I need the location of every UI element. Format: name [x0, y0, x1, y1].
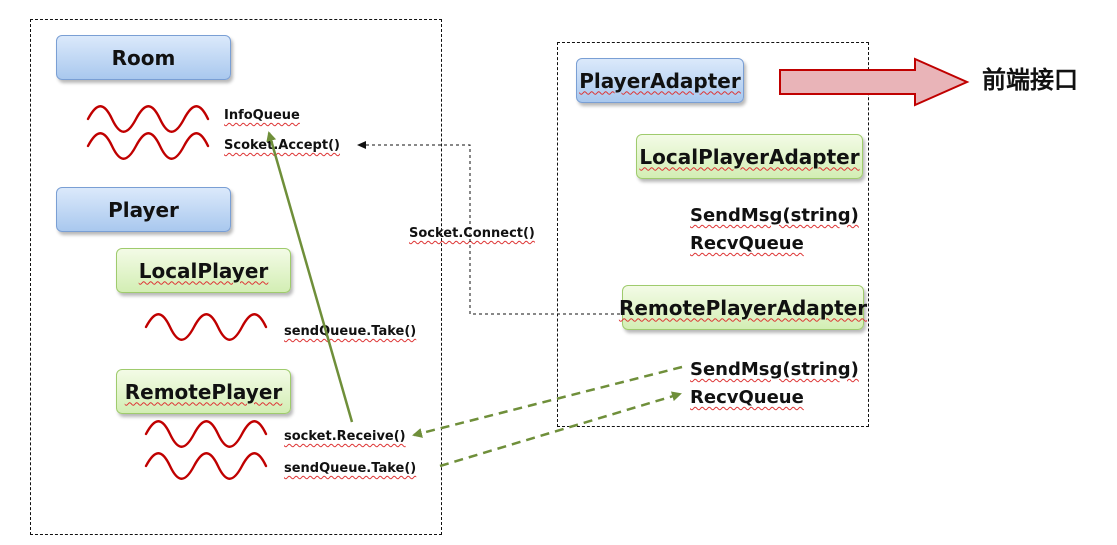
thread-waves: [86, 105, 268, 480]
socket-connect-connector: [357, 141, 620, 315]
local-send-queue-label: sendQueue.Take(): [284, 324, 417, 339]
adapter-group-frame: [557, 42, 869, 427]
sendqueue-to-recvqueue-arrow: [439, 391, 682, 468]
info-queue-label: InfoQueue: [224, 108, 300, 123]
info-queue-wave-icon: [86, 105, 210, 133]
receive-to-accept-arrow: [266, 131, 354, 423]
remote-player-adapter-label: RemotePlayerAdapter: [618, 295, 868, 320]
player-adapter-box[interactable]: PlayerAdapter: [576, 58, 744, 103]
remote-player-adapter-box[interactable]: RemotePlayerAdapter: [618, 285, 868, 330]
sendmsg-to-receive-arrow: [412, 365, 683, 438]
local-player-adapter-box[interactable]: LocalPlayerAdapter: [636, 134, 863, 179]
frontend-interface-label: 前端接口: [982, 66, 1078, 94]
local-player-label: LocalPlayer: [138, 258, 269, 283]
room-box[interactable]: Room: [56, 35, 231, 80]
room-label: Room: [111, 45, 176, 70]
player-adapter-label: PlayerAdapter: [579, 68, 741, 93]
server-group-frame: [30, 19, 442, 535]
accept-wave-icon: [86, 132, 210, 160]
local-player-box[interactable]: LocalPlayer: [116, 248, 291, 293]
remote-recv-queue-label: RecvQueue: [690, 387, 804, 408]
local-send-msg-label: SendMsg(string): [690, 205, 859, 226]
player-label: Player: [108, 197, 179, 222]
remote-send-queue-label: sendQueue.Take(): [284, 461, 417, 476]
remote-send-wave-icon: [144, 452, 268, 480]
socket-connect-label: Socket.Connect(): [409, 226, 535, 241]
remote-player-box[interactable]: RemotePlayer: [116, 369, 291, 414]
frontend-arrow-icon: [779, 57, 970, 107]
remote-send-msg-label: SendMsg(string): [690, 359, 859, 380]
local-player-adapter-label: LocalPlayerAdapter: [639, 144, 860, 169]
remote-player-label: RemotePlayer: [124, 379, 283, 404]
local-recv-queue-label: RecvQueue: [690, 233, 804, 254]
socket-receive-label: socket.Receive(): [284, 429, 406, 444]
socket-accept-label: Scoket.Accept(): [224, 138, 340, 153]
player-box[interactable]: Player: [56, 187, 231, 232]
local-send-wave-icon: [144, 313, 268, 341]
receive-wave-icon: [144, 420, 268, 448]
